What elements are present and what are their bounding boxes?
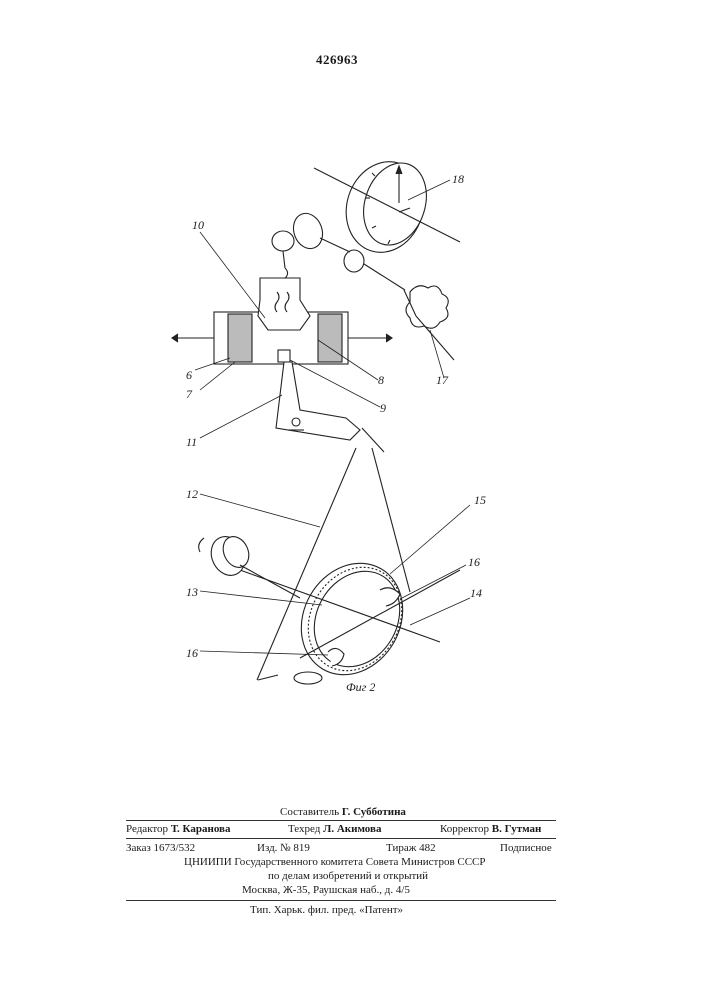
order-number: Заказ 1673/532 [126,842,195,854]
label-10: 10 [192,218,204,232]
subscription: Подписное [500,842,552,854]
techred-line: Техред Л. Акимова [288,823,381,835]
label-9: 9 [380,401,386,415]
org-line-1: ЦНИИПИ Государственного комитета Совета … [184,856,486,868]
label-11: 11 [186,435,197,449]
address: Москва, Ж-35, Раушская наб., д. 4/5 [242,884,410,896]
technical-drawing: 10 6 7 8 9 11 12 13 14 15 16 16 17 18 Фи… [0,0,707,720]
label-14: 14 [470,586,482,600]
editor-line: Редактор Т. Каранова [126,823,231,835]
org-line-2: по делам изобретений и открытий [268,870,428,882]
housing [172,278,392,364]
figure-caption: Фиг 2 [346,680,375,694]
label-6: 6 [186,368,192,382]
corrector-line: Корректор В. Гутман [440,823,541,835]
footer-rule-top [126,820,556,821]
ring-15 [240,545,460,693]
label-16-left: 16 [186,646,198,660]
label-13: 13 [186,585,198,599]
drive-roller [199,531,300,598]
footer-rule-bottom [126,900,556,901]
label-16-right: 16 [468,555,480,569]
circulation: Тираж 482 [386,842,436,854]
label-17: 17 [436,373,449,387]
footer-rule-mid [126,838,556,839]
label-7: 7 [186,387,193,401]
label-18: 18 [452,172,464,186]
label-12: 12 [186,487,198,501]
printer: Тип. Харьк. фил. пред. «Патент» [250,904,403,916]
lever-11 [276,362,384,452]
compiler-line: Составитель Г. Субботина [280,806,406,818]
knob-17 [404,286,454,360]
edition-number: Изд. № 819 [257,842,310,854]
label-15: 15 [474,493,486,507]
label-8: 8 [378,373,384,387]
